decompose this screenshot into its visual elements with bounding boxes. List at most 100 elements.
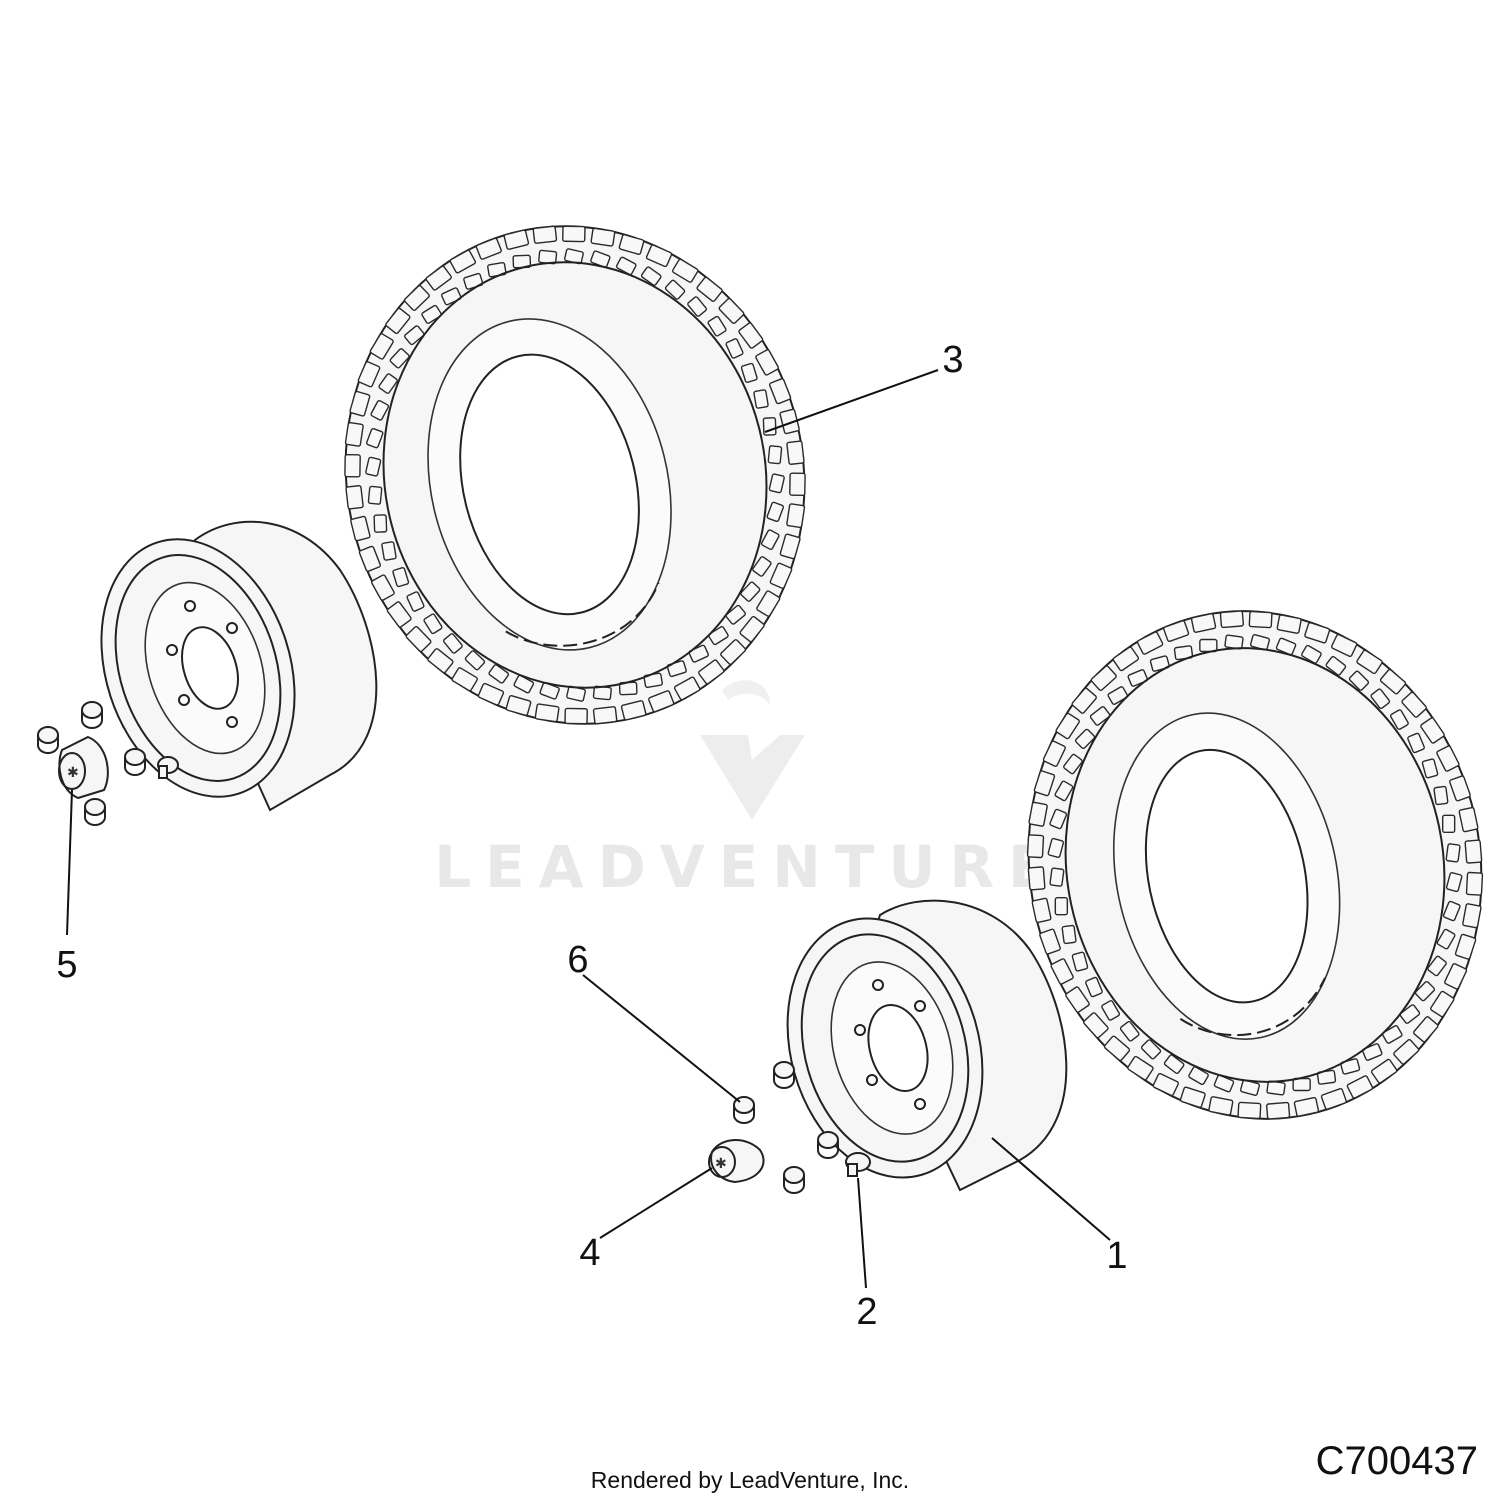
tread-block — [423, 613, 443, 635]
tread-block — [1346, 1075, 1374, 1099]
tread-block — [1047, 837, 1065, 858]
tread-block — [707, 315, 727, 337]
callout-2[interactable]: 2 — [856, 1291, 877, 1333]
valve-stem[interactable] — [845, 1152, 871, 1177]
tread-block — [350, 515, 371, 542]
tread-block — [1265, 1101, 1291, 1120]
tread-block — [766, 501, 784, 523]
tread-block — [1188, 1066, 1209, 1086]
tire-rear[interactable] — [981, 569, 1500, 1162]
valve-stem[interactable] — [157, 756, 179, 779]
tread-block — [443, 633, 463, 654]
tread-block — [1458, 806, 1479, 833]
tread-block — [1401, 691, 1427, 718]
tread-block — [1027, 866, 1046, 891]
leader-line-5 — [66, 789, 73, 936]
tread-block — [1140, 1039, 1162, 1060]
tread-block — [1028, 801, 1048, 827]
tread-block — [786, 503, 806, 529]
callout-6[interactable]: 6 — [567, 939, 588, 981]
lug-nut[interactable] — [81, 701, 103, 729]
tread-block — [767, 445, 783, 465]
tread-block — [1444, 963, 1468, 990]
tread-block — [366, 427, 384, 449]
tread-block — [1031, 897, 1052, 924]
tread-block — [386, 601, 412, 628]
tread-block — [357, 361, 381, 388]
tread-block — [1379, 668, 1407, 695]
tread-block — [405, 626, 432, 653]
tread-block — [1413, 1016, 1439, 1043]
tread-block — [1085, 976, 1103, 998]
center-cap-rear[interactable]: ✱ — [708, 1139, 765, 1184]
tread-block — [1390, 709, 1409, 730]
tread-block — [1107, 686, 1129, 705]
tread-block — [1407, 732, 1425, 754]
tread-block — [698, 659, 725, 685]
tread-block — [464, 650, 486, 671]
tread-block — [769, 562, 793, 589]
tread-block — [1370, 688, 1391, 710]
tread-block — [487, 261, 507, 278]
tread-block — [1049, 808, 1068, 830]
tread-block — [738, 322, 764, 349]
tread-block — [1050, 958, 1074, 985]
lug-nut[interactable] — [817, 1131, 839, 1159]
lug-nut[interactable] — [783, 1166, 805, 1194]
tread-block — [358, 545, 381, 572]
tread-block — [1103, 1035, 1131, 1062]
tread-block — [590, 227, 616, 247]
star-icon: ✱ — [715, 1155, 727, 1171]
tread-block — [1427, 955, 1447, 977]
tread-block — [1127, 1055, 1154, 1081]
tread-block — [789, 472, 806, 497]
tread-block — [673, 676, 701, 701]
center-cap-front[interactable]: ✱ — [58, 735, 109, 800]
tread-block — [1292, 1077, 1311, 1092]
lug-nut[interactable] — [84, 798, 106, 826]
tread-block — [1042, 740, 1066, 767]
tread-block — [779, 533, 801, 560]
tread-block — [1054, 896, 1069, 916]
wheel-rim-rear[interactable] — [758, 895, 1068, 1201]
tread-block — [475, 237, 502, 260]
tread-block — [1430, 990, 1455, 1018]
tread-block — [381, 541, 397, 561]
callout-3[interactable]: 3 — [942, 339, 963, 381]
callout-5[interactable]: 5 — [56, 944, 77, 986]
lug-nut[interactable] — [733, 1096, 755, 1124]
tread-block — [1381, 1025, 1403, 1044]
wheel-rim-front[interactable] — [70, 514, 378, 822]
tread-block — [378, 373, 398, 394]
tread-block — [1465, 871, 1484, 896]
callout-4[interactable]: 4 — [579, 1232, 600, 1274]
tread-block — [1112, 646, 1140, 672]
tread-block — [1436, 745, 1460, 772]
tread-block — [672, 258, 699, 283]
tread-block — [1442, 900, 1461, 922]
lug-nut[interactable] — [124, 748, 146, 776]
tread-block — [1275, 637, 1297, 656]
tread-block — [1370, 1058, 1398, 1084]
lug-nut[interactable] — [773, 1061, 795, 1089]
tread-block — [687, 296, 707, 317]
tread-block — [344, 421, 364, 447]
tread-block — [1026, 834, 1045, 859]
tread-block — [1119, 1020, 1140, 1042]
tread-block — [532, 225, 558, 244]
tread-block — [768, 473, 785, 494]
tread-block — [404, 325, 425, 346]
tread-block — [752, 556, 772, 577]
tread-block — [696, 276, 723, 302]
leader-line-1 — [991, 1137, 1111, 1241]
lug-nut[interactable] — [37, 726, 59, 754]
tread-block — [1065, 986, 1090, 1013]
star-icon: ✱ — [67, 764, 79, 780]
leader-line-4 — [599, 1167, 713, 1239]
tread-block — [1276, 614, 1302, 634]
tread-block — [1055, 712, 1080, 740]
callout-1[interactable]: 1 — [1106, 1235, 1127, 1277]
tire-front[interactable] — [293, 177, 858, 773]
tread-block — [755, 349, 779, 376]
